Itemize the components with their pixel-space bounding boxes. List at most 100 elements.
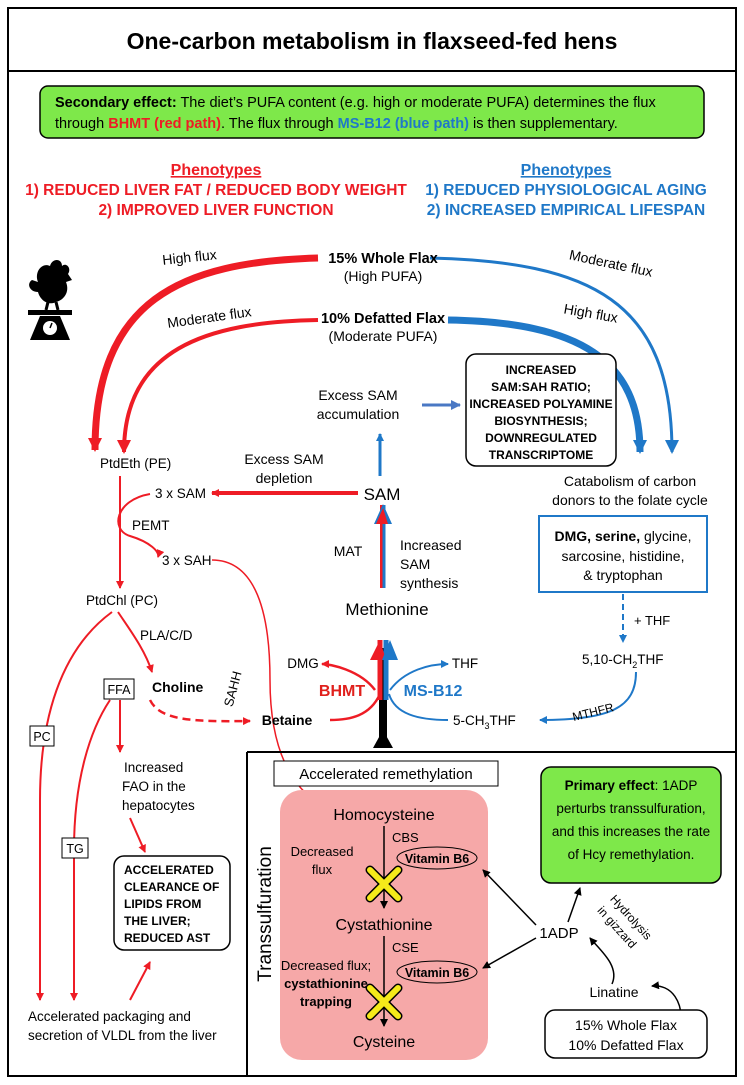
sam-effects-line5: DOWNREGULATED bbox=[485, 431, 597, 445]
ch3thf-label: 5-CH3THF bbox=[453, 713, 516, 731]
adp-to-cse-arrow bbox=[482, 937, 537, 969]
vitamin-b6-label-2: Vitamin B6 bbox=[405, 966, 469, 980]
msb12-label: MS-B12 bbox=[404, 683, 463, 700]
increased-sam-line3: synthesis bbox=[400, 575, 458, 591]
cse-label: CSE bbox=[392, 940, 419, 955]
increased-sam-line1: Increased bbox=[400, 537, 461, 553]
defatted-flax-label: 10% Defatted Flax bbox=[321, 311, 445, 327]
phenotypes-right-line2: 2) INCREASED EMPIRICAL LIFESPAN bbox=[427, 202, 705, 219]
adp-label: 1ADP bbox=[539, 925, 578, 942]
dmg-label: DMG bbox=[287, 656, 319, 671]
primary-effect-box bbox=[540, 766, 722, 884]
high-flux-left-label: High flux bbox=[162, 246, 218, 268]
pemt-label: PEMT bbox=[132, 518, 170, 533]
thf-label: THF bbox=[452, 656, 478, 671]
clearance-line2: CLEARANCE OF bbox=[124, 880, 219, 894]
phenotypes-left-heading: Phenotypes bbox=[171, 162, 262, 179]
pemt-curve bbox=[117, 493, 165, 558]
carbon-donors-box bbox=[538, 515, 708, 593]
vitamin-b6-oval-1 bbox=[396, 846, 478, 870]
transsulfuration-label: Transsulfuration bbox=[255, 846, 276, 982]
decreased-flux-trap-line1: Decreased flux; bbox=[281, 958, 371, 973]
fao-to-clearance-arrow bbox=[129, 817, 146, 853]
cysteine-label: Cysteine bbox=[353, 1034, 415, 1051]
clearance-line4: THE LIVER; bbox=[124, 914, 191, 928]
bhmt-dmg-arrow bbox=[321, 660, 376, 691]
pla-arrow bbox=[117, 611, 154, 673]
primary-effect-line4: of Hcy remethylation. bbox=[568, 847, 695, 862]
ffa-label: FFA bbox=[108, 683, 132, 697]
phenotypes-right-line1: 1) REDUCED PHYSIOLOGICAL AGING bbox=[425, 182, 707, 199]
choline-label: Choline bbox=[152, 679, 204, 695]
vitamin-b6-label-1: Vitamin B6 bbox=[405, 852, 469, 866]
linatine-to-adp-arrow bbox=[589, 937, 615, 985]
three-sah-label: 3 x SAH bbox=[162, 553, 212, 568]
mthfr-label: MTHFR bbox=[571, 700, 615, 724]
plus-thf-label: + THF bbox=[634, 613, 670, 628]
high-flux-blue-arc bbox=[447, 316, 647, 454]
phenotypes-left-line2: 2) IMPROVED LIVER FUNCTION bbox=[98, 202, 333, 219]
sam-effects-line1: INCREASED bbox=[506, 363, 577, 377]
mat-label: MAT bbox=[334, 543, 363, 559]
msb12-thf-arrow bbox=[389, 660, 449, 691]
vldl-to-clearance-arrow bbox=[129, 961, 151, 1001]
moderate-flux-red-arc bbox=[117, 318, 319, 454]
pla-label: PLA/C/D bbox=[140, 628, 193, 643]
decreased-flux-line2: flux bbox=[312, 862, 333, 877]
sam-effects-box bbox=[465, 353, 617, 467]
accelerated-remethylation-label: Accelerated remethylation bbox=[299, 766, 472, 783]
sam-label: SAM bbox=[364, 485, 401, 504]
sam-effects-line4: BIOSYNTHESIS; bbox=[494, 414, 587, 428]
accelerated-remethylation-box bbox=[273, 760, 499, 787]
outer-frame bbox=[7, 7, 737, 1077]
ch2thf-label: 5,10-CH2THF bbox=[582, 652, 664, 670]
moderate-flux-blue-arc bbox=[429, 256, 679, 454]
phenotypes-right-heading: Phenotypes bbox=[521, 162, 612, 179]
clearance-box bbox=[113, 855, 231, 951]
adp-to-cbs-arrow bbox=[482, 869, 537, 926]
ch3thf-to-msb12-curve bbox=[388, 693, 449, 721]
high-flux-right-label: High flux bbox=[563, 300, 619, 325]
clearance-line1: ACCELERATED bbox=[124, 863, 214, 877]
secondary-effect-line2: through BHMT (red path). The flux throug… bbox=[55, 116, 618, 132]
tg-box-label: TG bbox=[66, 842, 83, 856]
block-cross-icon-2 bbox=[365, 983, 403, 1021]
sam-effects-line2: SAM:SAH RATIO; bbox=[491, 380, 591, 394]
primary-effect-line2: perturbs transsulfuration, bbox=[556, 801, 705, 816]
methionine-label: Methionine bbox=[345, 600, 428, 619]
choline-to-betaine-dashed bbox=[148, 699, 251, 726]
excess-sam-accumulation-line2: accumulation bbox=[317, 406, 400, 422]
fao-line1: Increased bbox=[124, 760, 183, 775]
carbon-donors-line3: & tryptophan bbox=[583, 567, 662, 583]
pc-box bbox=[29, 725, 55, 747]
cystathionine-trapping-line2: trapping bbox=[300, 994, 352, 1009]
excess-sam-depletion-line2: depletion bbox=[256, 470, 313, 486]
sam-effects-line6: TRANSCRIPTOME bbox=[489, 448, 593, 462]
linatine-label: Linatine bbox=[589, 984, 638, 1000]
cbs-label: CBS bbox=[392, 830, 419, 845]
pc-box-label: PC bbox=[33, 730, 50, 744]
phenotypes-left-line1: 1) REDUCED LIVER FAT / REDUCED BODY WEIG… bbox=[25, 182, 407, 199]
tg-box bbox=[61, 837, 89, 859]
adp-to-primary-arrow bbox=[567, 887, 582, 923]
sam-arrowhead-red bbox=[376, 508, 388, 524]
methionine-red-head bbox=[370, 640, 386, 660]
block-cross-icon-1 bbox=[365, 865, 403, 903]
primary-effect-line3: and this increases the rate bbox=[552, 824, 710, 839]
vitamin-b6-oval-2 bbox=[396, 960, 478, 984]
diet-line2: 10% Defatted Flax bbox=[568, 1037, 683, 1053]
excess-sam-depletion-line1: Excess SAM bbox=[244, 451, 323, 467]
excess-sam-accumulation-line1: Excess SAM bbox=[318, 387, 397, 403]
ptdchl-label: PtdChl (PC) bbox=[86, 593, 158, 608]
hen-on-scale-icon bbox=[28, 260, 72, 340]
high-pufa-label: (High PUFA) bbox=[344, 268, 423, 284]
ptdeth-label: PtdEth (PE) bbox=[100, 456, 171, 471]
sam-effects-line3: INCREASED POLYAMINE bbox=[469, 397, 612, 411]
diet-line1: 15% Whole Flax bbox=[575, 1017, 677, 1033]
primary-effect-line1: Primary effect: 1ADP bbox=[565, 778, 698, 793]
ffa-box bbox=[103, 678, 135, 700]
fao-line3: hepatocytes bbox=[122, 798, 195, 813]
three-sam-label: 3 x SAM bbox=[155, 486, 206, 501]
